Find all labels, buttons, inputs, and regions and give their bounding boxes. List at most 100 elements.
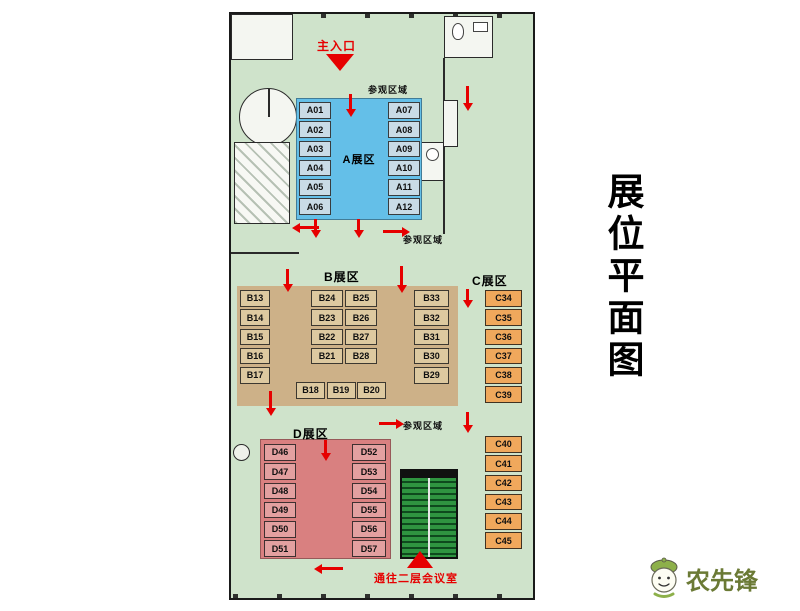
watermark: 农先锋 [645,556,758,600]
booth-B27: B27 [345,328,377,346]
booth-B24: B24 [311,290,343,307]
booth-B33: B33 [414,290,449,307]
booth-C40: C40 [485,436,522,453]
flow-arrow-down-icon [349,94,352,114]
pillar-icon [233,444,250,461]
booth-D55: D55 [352,501,386,519]
booth-C42: C42 [485,474,522,492]
booth-A12: A12 [388,198,420,215]
booth-A09: A09 [388,140,420,158]
mascot-icon [650,557,678,598]
booth-C34: C34 [485,290,522,307]
flow-arrow-down-icon [466,289,469,305]
booth-D47: D47 [264,463,296,480]
flow-arrow-down-icon [400,266,403,290]
booth-C36: C36 [485,328,522,346]
booth-B14: B14 [240,309,270,326]
exit-label: 通往二层会议室 [374,573,458,585]
flow-arrow-down-icon [269,391,272,413]
booth-B18: B18 [296,382,325,399]
flow-arrow-down-icon [324,440,327,458]
flow-arrow-left-icon [295,226,319,229]
booth-C39: C39 [485,386,522,403]
booth-D56: D56 [352,521,386,538]
booth-B21: B21 [311,347,343,365]
stairwell-room [234,142,290,224]
flow-arrow-right-icon [383,230,407,233]
elevator [421,142,444,181]
stairs-to-second-floor [400,469,458,559]
booth-D48: D48 [264,482,296,500]
watermark-brand: 农先锋 [686,567,758,595]
booth-B26: B26 [345,309,377,326]
booth-B30: B30 [414,347,449,365]
booth-D52: D52 [352,444,386,461]
booth-B20: B20 [357,382,386,399]
interior-wall [231,252,299,254]
booth-C35: C35 [485,309,522,326]
plan-title: 展位平面图 [601,172,642,382]
wall-columns-bottom [233,594,531,598]
booth-B29: B29 [414,367,449,384]
booth-B31: B31 [414,328,449,346]
flow-arrow-right-icon [379,422,401,425]
booth-B23: B23 [311,309,343,326]
booth-D49: D49 [264,501,296,519]
booth-A05: A05 [299,179,331,196]
booth-B22: B22 [311,328,343,346]
elevator-icon [426,148,439,161]
booth-C43: C43 [485,493,522,511]
spiral-stair-icon [239,88,297,146]
booth-B17: B17 [240,367,270,384]
booth-B25: B25 [345,290,377,307]
zone-c-label: C展区 [472,274,508,288]
booth-A02: A02 [299,121,331,138]
booth-D50: D50 [264,521,296,538]
booth-A06: A06 [299,198,331,215]
booth-B16: B16 [240,347,270,365]
booth-B19: B19 [326,382,356,399]
booth-A11: A11 [388,179,420,196]
booth-A10: A10 [388,159,420,177]
entrance-arrow-icon [326,54,354,71]
zone-d-label: D展区 [293,427,329,441]
visit-area-label-1: 参观区域 [368,85,409,95]
booth-A07: A07 [388,102,420,119]
booth-D57: D57 [352,540,386,557]
booth-A04: A04 [299,159,331,177]
booth-B28: B28 [345,347,377,365]
booth-C41: C41 [485,455,522,472]
booth-B13: B13 [240,290,270,307]
booth-C44: C44 [485,513,522,530]
sink-fixture-icon [473,22,488,32]
exit-arrow-icon [407,551,433,568]
visit-area-label-3: 参观区域 [403,421,444,431]
restroom [444,16,493,58]
main-entrance-label: 主入口 [317,39,357,53]
service-box [443,100,458,147]
booth-B15: B15 [240,328,270,346]
visit-area-label-2: 参观区域 [403,235,444,245]
booth-C37: C37 [485,347,522,365]
zone-a-label: A展区 [342,154,376,166]
zone-b-label: B展区 [324,270,360,284]
booth-C45: C45 [485,532,522,549]
booth-D51: D51 [264,540,296,557]
booth-D54: D54 [352,482,386,500]
booth-A01: A01 [299,102,331,119]
booth-A08: A08 [388,121,420,138]
booth-D53: D53 [352,463,386,480]
flow-arrow-left-icon [317,567,343,570]
room-top-left [231,14,293,60]
